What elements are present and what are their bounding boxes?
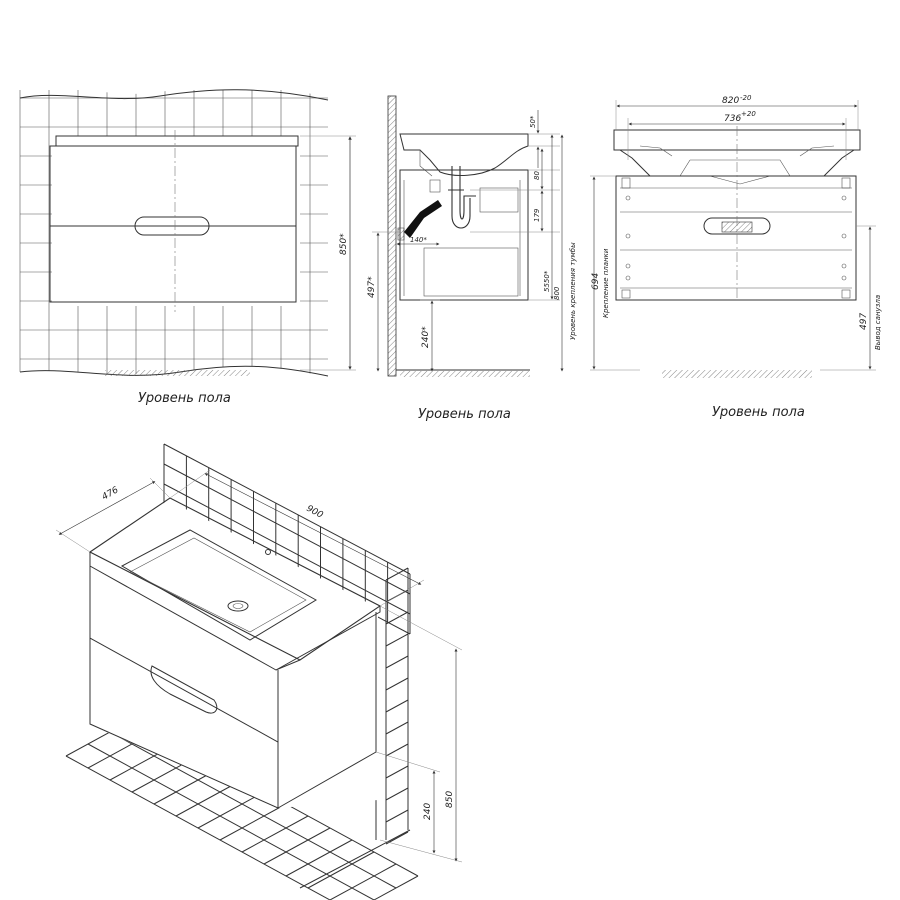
front-view: 850* Уровень пола xyxy=(18,80,356,406)
rear-holes xyxy=(625,195,847,281)
iso-cabinet-front xyxy=(89,566,279,809)
iso-dim-850: 850 xyxy=(445,791,455,808)
rear-plank-label: Крепление планки xyxy=(602,248,610,318)
side-dims: 50* 80 179 5550* 800 Уровень крепления т… xyxy=(367,110,577,372)
front-tile-wall xyxy=(18,80,330,390)
iso-dim-900: 900 xyxy=(305,504,325,521)
iso-cabinet xyxy=(86,497,382,809)
side-drain-pipe xyxy=(404,200,442,238)
side-dim-800: 800 xyxy=(553,286,561,300)
side-siphon xyxy=(448,166,476,229)
side-dim-80: 80 xyxy=(533,171,541,180)
rear-cabinet xyxy=(615,175,857,301)
front-dim-850-text: 850* xyxy=(339,233,349,255)
front-cabinet-mask xyxy=(52,136,300,306)
rear-dim-694: 694 xyxy=(591,273,601,290)
front-dim-850: 850* xyxy=(300,135,356,371)
rear-dim-820: 820 xyxy=(722,96,739,106)
side-dim-140: 140* xyxy=(410,236,427,244)
side-dim-497: 497* xyxy=(367,276,377,298)
rear-dim-736-tol: +20 xyxy=(741,110,756,118)
rear-dim-820-tol: -20 xyxy=(740,94,752,102)
iso-basin-bowl xyxy=(120,529,317,641)
rear-view: 820 -20 736 +20 694 Крепление планки 497… xyxy=(590,94,882,420)
side-dim-179: 179 xyxy=(533,208,541,222)
side-drawer-box xyxy=(423,247,519,297)
side-dim-240: 240* xyxy=(421,326,431,348)
rear-dim-497: 497 xyxy=(859,313,869,330)
front-floor-hatch xyxy=(105,370,250,376)
iso-floor xyxy=(65,719,419,900)
rear-floor-hatch xyxy=(662,370,812,378)
front-floor-label: Уровень пола xyxy=(138,391,231,406)
iso-drawer-handle xyxy=(150,665,218,714)
rear-basin-rim xyxy=(613,129,861,151)
side-floor-label: Уровень пола xyxy=(418,407,511,422)
side-floor-hatch xyxy=(400,371,530,377)
rear-dims: 820 -20 736 +20 694 Крепление планки 497… xyxy=(590,94,882,371)
iso-dim-240: 240 xyxy=(423,803,433,820)
side-basin xyxy=(399,133,529,176)
rear-floor-label: Уровень пола xyxy=(712,405,805,420)
iso-dim-476: 476 xyxy=(101,485,121,502)
side-dim-550: 5550* xyxy=(543,270,551,292)
iso-view: 476 900 850 240 xyxy=(55,443,463,900)
front-handle xyxy=(134,216,210,236)
rear-drain-label: Вывод санузла xyxy=(874,295,882,350)
rear-dim-736: 736 xyxy=(724,114,741,124)
side-dim-50: 50* xyxy=(529,115,537,128)
side-wall xyxy=(387,95,397,377)
front-drawer-bottom xyxy=(49,225,297,303)
side-mount-label: Уровень крепления тумбы xyxy=(569,242,577,340)
side-view: 50* 80 179 5550* 800 Уровень крепления т… xyxy=(367,95,577,422)
iso-drain-icon xyxy=(227,600,249,612)
